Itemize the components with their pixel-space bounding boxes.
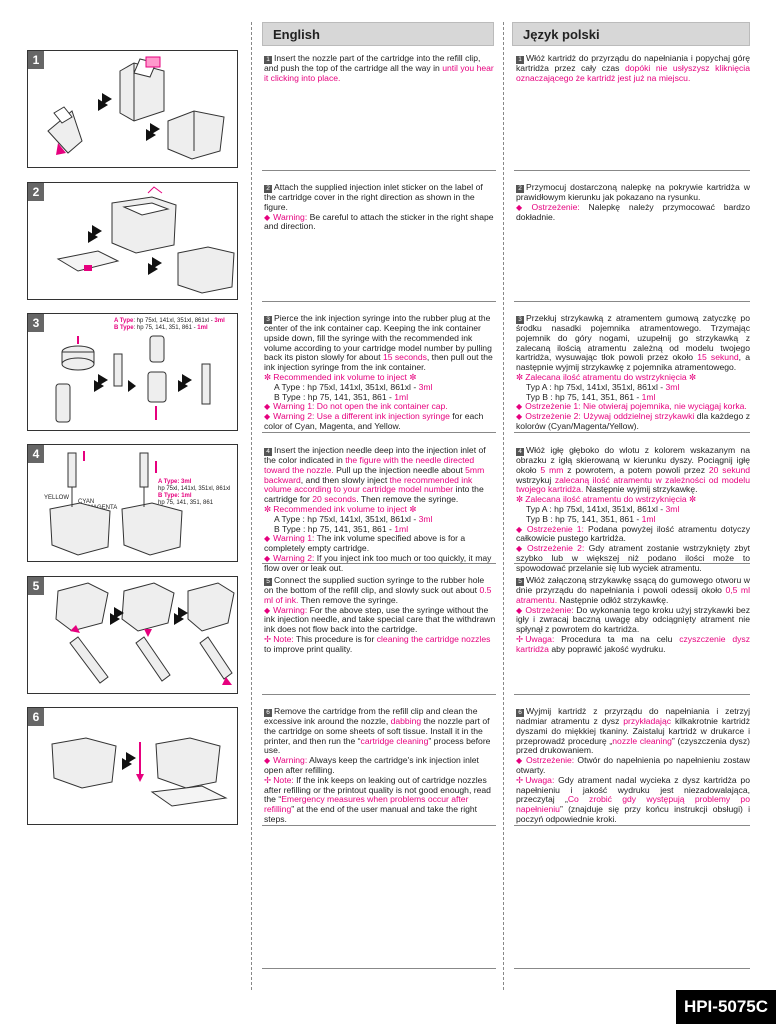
divider <box>514 432 750 433</box>
step-6-figure: 6 <box>27 707 238 825</box>
color-label-magenta: MAGENTA <box>88 505 118 511</box>
step-number: 6 <box>28 708 44 726</box>
divider <box>514 694 750 695</box>
divider <box>262 432 496 433</box>
divider <box>262 694 496 695</box>
ink-injection-illustration <box>49 451 183 556</box>
divider <box>514 563 750 564</box>
column-divider <box>503 22 504 990</box>
step-5-figure: 5 <box>27 576 238 694</box>
divider <box>262 825 496 826</box>
step-number: 2 <box>28 183 44 201</box>
step-number: 4 <box>28 445 44 463</box>
divider <box>262 170 496 171</box>
step-3-figure: 3 A Type: hp 75xl, 141xl, 351xl, 861xl -… <box>27 313 238 431</box>
divider <box>514 968 750 969</box>
syringe-fill-illustration <box>55 335 211 423</box>
step-number: 5 <box>28 577 44 595</box>
nozzle-cleaning-illustration <box>51 737 228 807</box>
color-label-cyan: CYAN <box>78 499 95 505</box>
divider <box>262 301 496 302</box>
column-divider <box>251 22 252 990</box>
model-badge: HPI-5075C <box>676 990 776 1024</box>
step-1-figure: 1 <box>27 50 238 168</box>
divider <box>262 563 496 564</box>
header-polish: Język polski <box>512 22 750 46</box>
step-number: 3 <box>28 314 44 332</box>
step-2-figure: 2 <box>27 182 238 300</box>
color-label-yellow: YELLOW <box>44 495 70 501</box>
step-number: 1 <box>28 51 44 69</box>
divider <box>514 170 750 171</box>
sticker-attach-illustration <box>56 186 235 294</box>
cartridge-refill-clip-illustration <box>47 56 225 160</box>
divider <box>514 825 750 826</box>
divider <box>514 301 750 302</box>
header-english: English <box>262 22 494 46</box>
divider <box>262 968 496 969</box>
volume-label: A Type: hp 75xl, 141xl, 351xl, 861xl - 3… <box>114 318 225 331</box>
suction-syringe-illustration <box>55 582 235 685</box>
